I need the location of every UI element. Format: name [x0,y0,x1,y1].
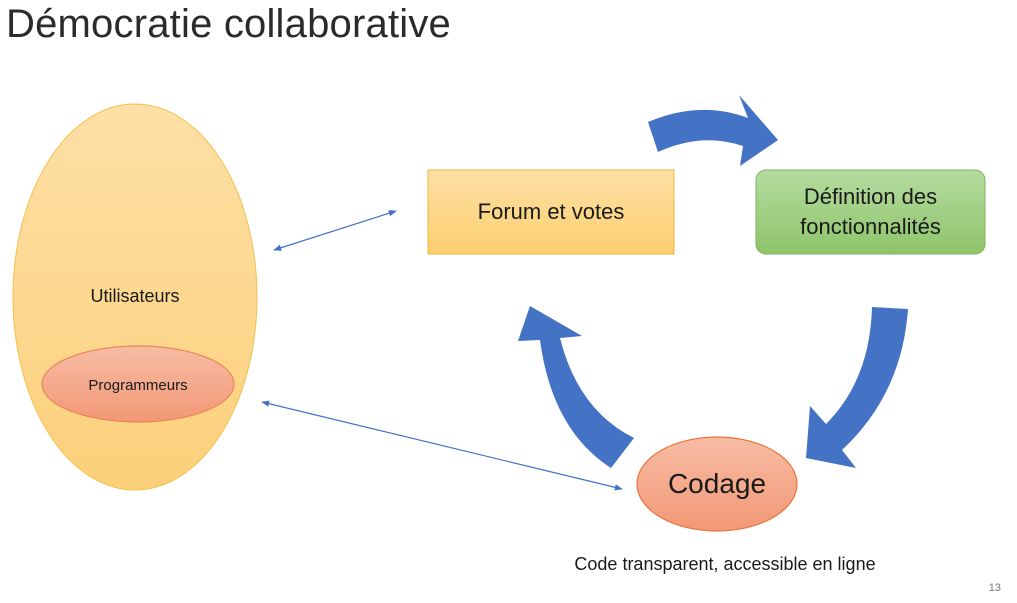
link-users-forum [273,210,397,251]
codage-label: Codage [667,468,767,499]
cycle-arrow-forum-to-definition [648,95,778,166]
programmers-ellipse [41,345,235,423]
cycle-arrow-definition-to-codage [806,307,908,468]
codage-ellipse [636,436,798,532]
forum-label: Forum et votes [477,199,625,224]
definition-label: Définition des fonctionnalités [800,184,941,239]
definition-box [755,169,986,255]
slide-title: Démocratie collaborative [6,2,451,46]
page-number: 13 [988,582,1001,594]
forum-box [427,169,675,255]
users-label: Utilisateurs [90,285,180,306]
link-users-codage [261,400,623,491]
cycle-arrow-codage-to-forum [518,306,634,468]
codage-note: Code transparent, accessible en ligne [574,553,876,574]
programmers-label: Programmeurs [88,376,188,394]
